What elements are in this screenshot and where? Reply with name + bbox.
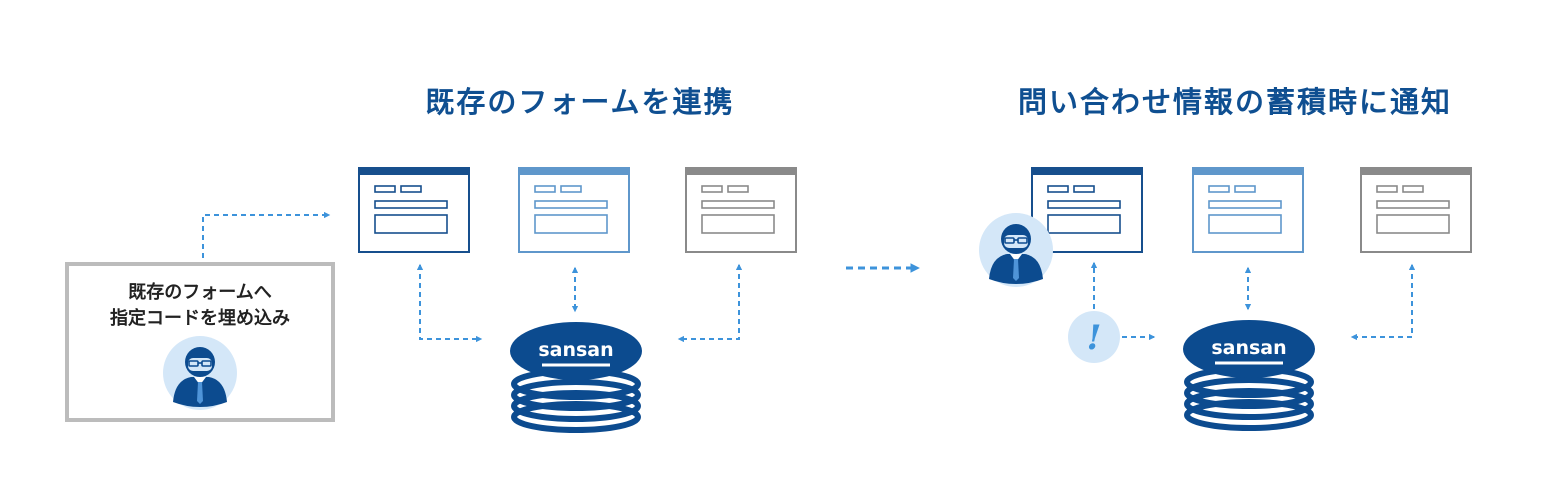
form-window-medium-left [518,167,630,253]
notification-badge: ! [1068,311,1120,363]
sansan-database-left: sansan [510,322,642,430]
arrow-form-to-database-left [416,263,483,343]
form-window-dark-left [358,167,470,253]
embed-code-box: 既存のフォームへ 指定コードを埋め込み [65,262,335,422]
section-title-form-integration: 既存のフォームを連携 [425,85,735,119]
form-window-gray-right [1360,167,1472,253]
arrow-embed-to-form [202,211,331,258]
section-title-notification: 問い合わせ情報の蓄積時に通知 [1017,85,1452,119]
person-avatar-embed [162,335,238,411]
sansan-database-right: sansan [1183,320,1315,428]
exclamation-icon: ! [1087,318,1102,358]
form-window-medium-right [1192,167,1304,253]
database-label-left: sansan [538,339,613,361]
embed-box-text-line-1: 既存のフォームへ [128,282,272,303]
person-avatar-notification [978,212,1054,288]
database-label-right: sansan [1211,337,1286,359]
form-window-gray-left [685,167,797,253]
embed-box-text-line-2: 指定コードを埋め込み [110,308,290,329]
arrow-form-to-database-right-right [1350,263,1416,341]
arrow-form-to-database-right [677,263,743,343]
